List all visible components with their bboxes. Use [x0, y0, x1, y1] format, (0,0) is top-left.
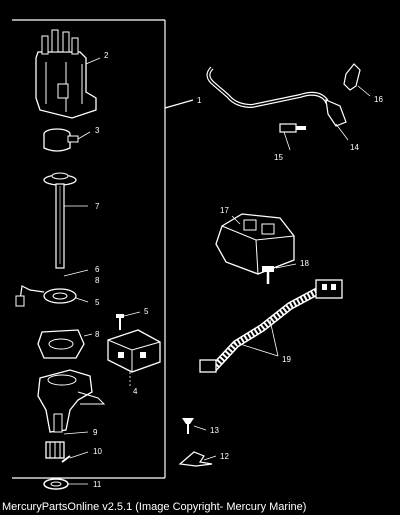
callout-8a: 8	[95, 276, 100, 285]
callout-2: 2	[104, 51, 109, 60]
washer	[43, 478, 88, 490]
callout-9: 9	[93, 428, 98, 437]
callout-14: 14	[350, 143, 359, 152]
distributor-cap	[35, 29, 101, 119]
callout-17: 17	[220, 206, 229, 215]
callout-7: 7	[95, 202, 100, 211]
coil-wire	[206, 66, 349, 141]
callout-10: 10	[93, 447, 102, 456]
callout-labels: 1 2 3 7 6 8 5 5 8 4 9 10 11 16 15 14 17 …	[93, 51, 383, 489]
distributor-housing	[37, 369, 106, 433]
callout-4: 4	[133, 387, 138, 396]
shield-ring	[37, 329, 93, 359]
callout-11: 11	[93, 480, 102, 489]
callout-19: 19	[282, 355, 291, 364]
callout-5a: 5	[95, 298, 100, 307]
bracket-frame	[12, 19, 194, 479]
parts-diagram: 1 2 3 7 6 8 5 5 8 4 9 10 11 16 15 14 17 …	[12, 19, 383, 490]
distributor-shaft	[43, 172, 88, 269]
callout-3: 3	[95, 126, 100, 135]
callout-8b: 8	[95, 330, 100, 339]
callout-1: 1	[197, 96, 202, 105]
callout-6a: 6	[95, 265, 100, 274]
callout-16: 16	[374, 95, 383, 104]
ignition-module	[107, 329, 161, 388]
drive-gear	[45, 431, 89, 459]
coil-bolt	[262, 263, 297, 284]
clip-12	[178, 451, 217, 467]
roll-pin	[61, 451, 89, 463]
copyright-caption: MercuryPartsOnline v2.5.1 (Image Copyrig…	[2, 501, 307, 513]
callout-18: 18	[300, 259, 309, 268]
rotor	[43, 128, 91, 152]
sensor	[279, 123, 306, 151]
wiring-harness	[199, 279, 343, 373]
module-screw	[116, 311, 141, 330]
pickup-assembly	[15, 269, 89, 307]
callout-15: 15	[274, 153, 283, 162]
callout-12: 12	[220, 452, 229, 461]
callout-13: 13	[210, 426, 219, 435]
callout-5b: 5	[144, 307, 149, 316]
ignition-coil	[215, 213, 295, 275]
terminal-clip	[343, 63, 371, 97]
screw-13	[182, 418, 207, 434]
